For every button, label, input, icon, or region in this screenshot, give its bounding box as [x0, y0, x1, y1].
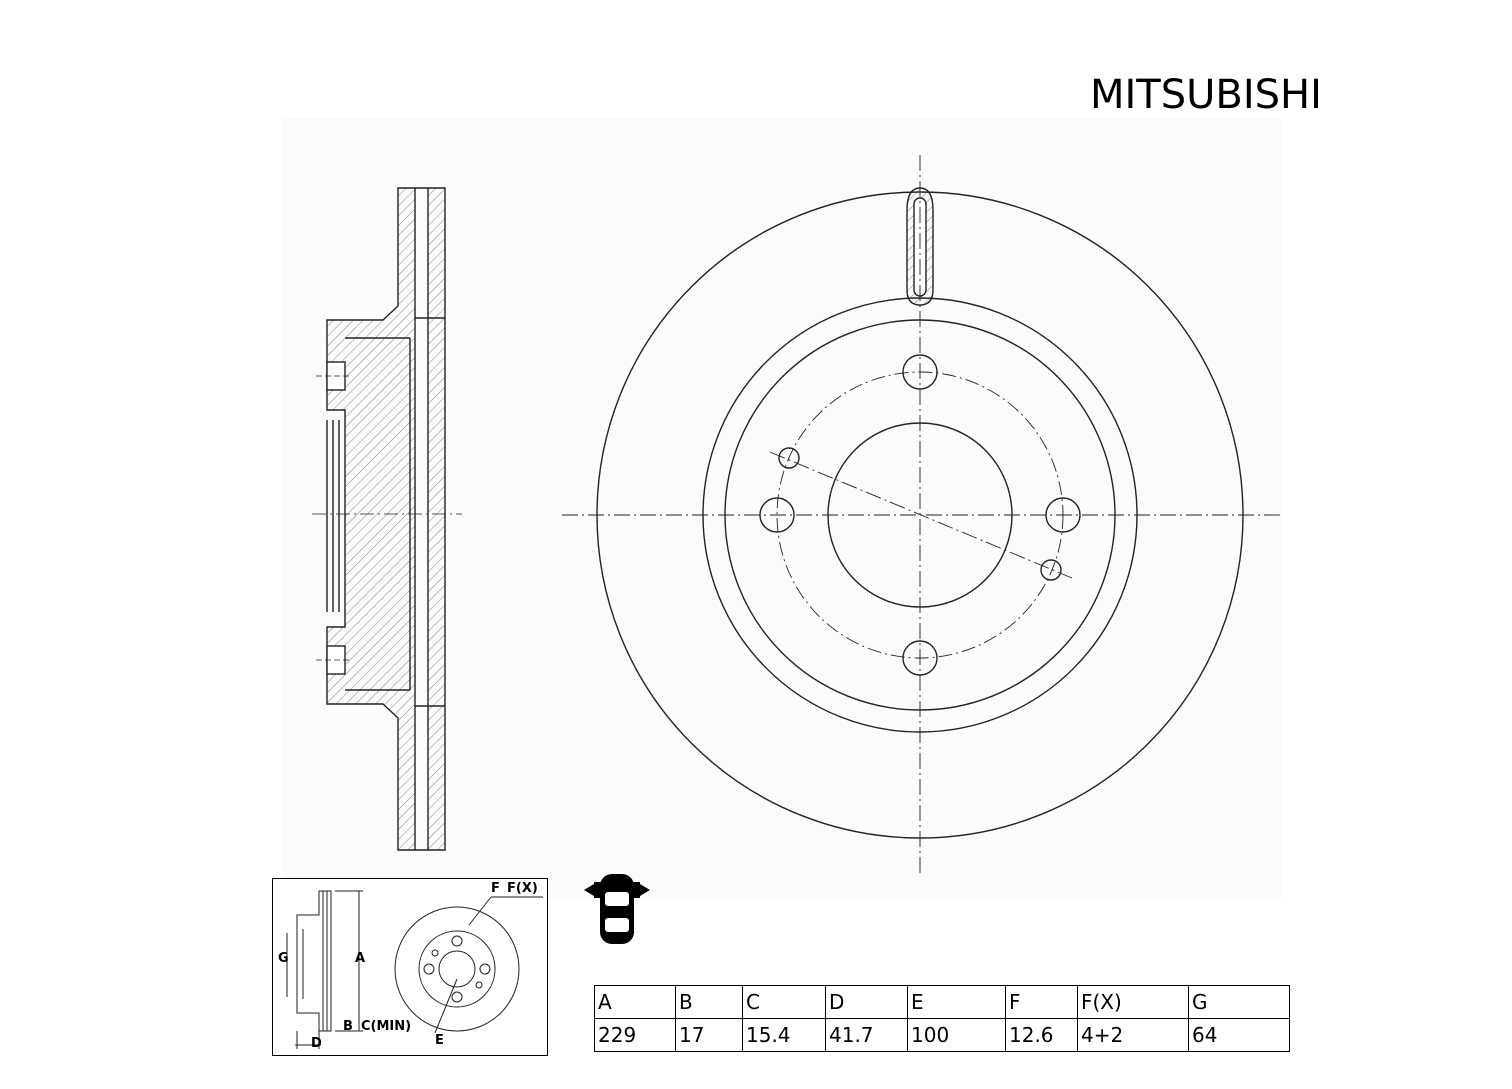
value-cell: 229 [594, 1018, 676, 1052]
legend-diagram [286, 890, 543, 1049]
value-cell: 64 [1188, 1018, 1290, 1052]
header-cell: B [675, 985, 743, 1019]
header-cell: A [594, 985, 676, 1019]
header-cell: E [907, 985, 1006, 1019]
header-cell: D [825, 985, 908, 1019]
legend-label-d: D [311, 1036, 322, 1051]
legend-label-fx: F(X) [507, 881, 538, 896]
header-cell: F [1005, 985, 1078, 1019]
header-cell: F(X) [1077, 985, 1189, 1019]
brand-title: MITSUBISHI [1090, 72, 1322, 118]
value-cell: 4+2 [1077, 1018, 1189, 1052]
legend-label-g: G [278, 951, 289, 966]
value-cell: 15.4 [742, 1018, 826, 1052]
value-cell: 12.6 [1005, 1018, 1078, 1052]
legend-label-a: A [355, 951, 366, 966]
value-cell: 41.7 [825, 1018, 908, 1052]
legend-label-b: B [343, 1019, 353, 1034]
legend-label-e: E [435, 1033, 444, 1048]
brake-disc-drawing [312, 155, 1282, 875]
legend-label-c: C(MIN) [361, 1019, 412, 1034]
value-cell: 17 [675, 1018, 743, 1052]
legend-label-f: F [491, 881, 500, 896]
header-cell: C [742, 985, 826, 1019]
value-cell: 100 [907, 1018, 1006, 1052]
car-front-axle-icon [584, 874, 650, 944]
dimensions-table: A B C D E F F(X) G 229 17 15.4 41.7 100 … [594, 985, 1290, 1052]
table-header-row: A B C D E F F(X) G [594, 985, 1290, 1019]
side-section-view [326, 187, 446, 851]
dimension-legend: F F(X) G A B C(MIN) D E [272, 878, 548, 1056]
table-row: 229 17 15.4 41.7 100 12.6 4+2 64 [594, 1018, 1290, 1052]
header-cell: G [1188, 985, 1290, 1019]
